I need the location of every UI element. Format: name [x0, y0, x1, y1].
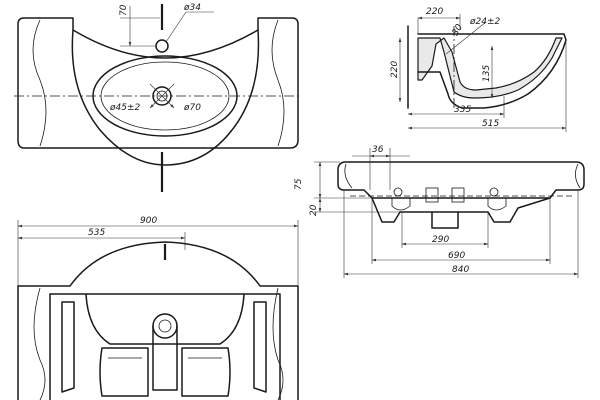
side-rim: [337, 161, 585, 199]
dim-drain-offset: 335: [454, 105, 471, 115]
dim-inner-width: 690: [448, 251, 465, 261]
dim-bowl-offset: 20: [309, 204, 319, 216]
tap-hole-leader: [165, 11, 187, 43]
side-overflow-hole: [489, 187, 499, 197]
bottom-right-break: [272, 287, 284, 400]
dim-inner-bottom: 290: [432, 235, 449, 245]
side-rim-left-break: [344, 163, 353, 189]
bottom-right-rib: [181, 347, 231, 397]
top-view: 70 ø34 ø45±2 ø70: [14, 3, 300, 192]
side-internal-right: [487, 198, 507, 211]
bottom-right-bracket: [253, 301, 267, 393]
bottom-drain-outer: [152, 313, 178, 339]
dim-rim-height: 75: [294, 178, 304, 190]
side-internal-slot-1: [425, 187, 439, 203]
dim-tap-offset: 70: [119, 4, 129, 16]
dim-depth-top: 220: [426, 7, 443, 17]
side-internal-slot-2: [451, 187, 465, 203]
side-rim-right-break: [575, 163, 581, 189]
bottom-left-bracket: [61, 301, 75, 393]
top-view-right-edge-break: [271, 19, 285, 147]
bottom-bowl-arc: [85, 293, 245, 345]
dim-overflow-angle: 30: [451, 23, 466, 38]
bottom-view: 900 535: [17, 216, 299, 400]
bottom-left-rib: [99, 347, 149, 397]
dim-drain-hole: ø45±2: [109, 103, 140, 113]
dim-overflow-height: 135: [482, 65, 492, 82]
dim-total-depth: 515: [482, 119, 499, 129]
dim-overflow-hole: ø24±2: [469, 17, 500, 27]
dim-tap-hole: ø34: [183, 3, 201, 13]
side-internal-left: [391, 198, 411, 211]
bottom-left-break: [33, 287, 46, 400]
bottom-inner-outline: [49, 293, 281, 400]
bottom-drain-pipe: [152, 325, 178, 391]
dim-height: 220: [390, 61, 400, 78]
dim-overall-width: 900: [140, 216, 157, 226]
bottom-drain-inner: [158, 319, 172, 333]
section-outer-shell: [417, 33, 567, 109]
dim-counter-width: 535: [88, 228, 105, 238]
drain-leader-2: [149, 83, 175, 109]
bottom-view-outline: [17, 241, 299, 400]
side-view: 36 75 20 290 690 840: [294, 145, 585, 278]
dim-drain-recess: ø70: [183, 103, 201, 113]
top-view-outline: [17, 17, 299, 149]
top-view-bowl-outer: [71, 29, 260, 166]
dim-hole-spacing: 36: [372, 145, 384, 155]
section-overflow-leader: [445, 21, 487, 55]
section-view: 220 30 ø24±2 220 135 335 515: [390, 7, 567, 132]
top-view-left-edge-break: [32, 19, 47, 147]
side-tap-hole: [393, 187, 403, 197]
dim-outer-width: 840: [452, 265, 469, 275]
side-bowl-drain: [431, 211, 459, 229]
